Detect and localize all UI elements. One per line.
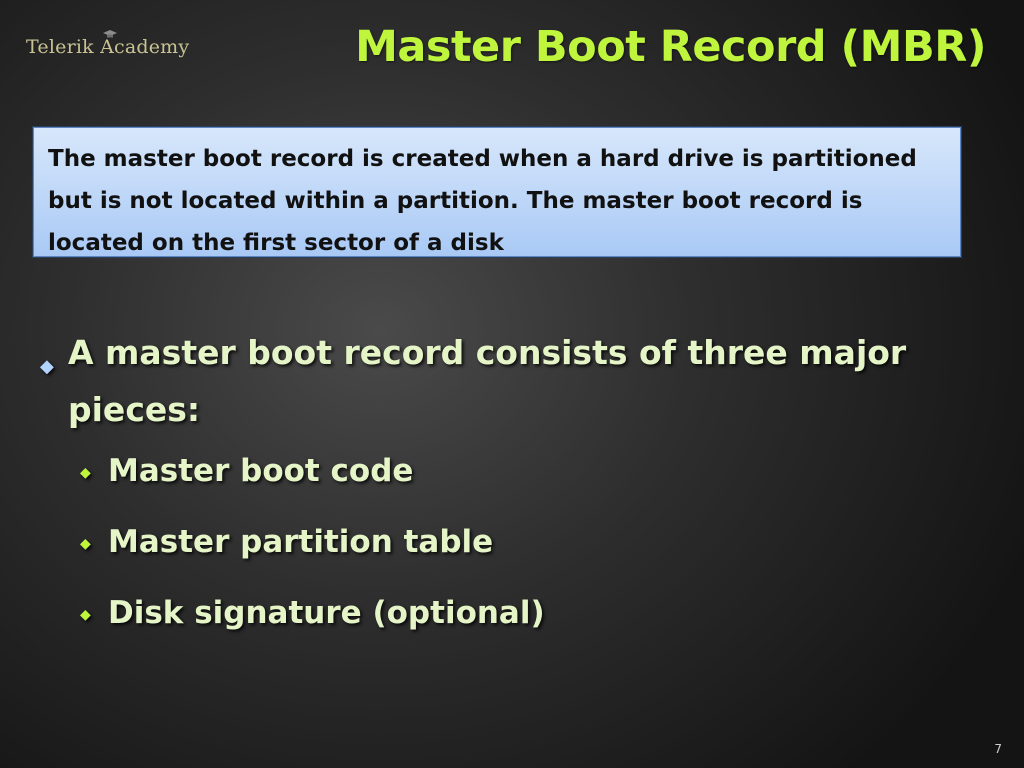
bullet-list: ◆ A master boot record consists of three… [40, 324, 960, 633]
diamond-bullet-icon: ◆ [40, 356, 54, 377]
sub-bullet-text: Master partition table [108, 524, 494, 560]
graduation-cap-icon [103, 30, 117, 38]
sub-bullet: ◆ Master boot code [40, 451, 960, 491]
diamond-bullet-icon: ◆ [80, 607, 91, 623]
diamond-bullet-icon: ◆ [80, 536, 91, 552]
main-bullet-text: A master boot record consists of three m… [68, 333, 907, 429]
main-bullet: ◆ A master boot record consists of three… [40, 324, 960, 438]
sub-bullet: ◆ Master partition table [40, 522, 960, 562]
sub-bullet-text: Master boot code [108, 453, 414, 489]
sub-bullet-text: Disk signature (optional) [108, 595, 545, 631]
definition-callout-box: The master boot record is created when a… [33, 127, 961, 257]
callout-text: The master boot record is created when a… [48, 146, 917, 256]
sub-bullet: ◆ Disk signature (optional) [40, 593, 960, 633]
slide-title: Master Boot Record (MBR) [355, 22, 986, 72]
telerik-academy-logo: Telerik Academy [26, 36, 190, 58]
diamond-bullet-icon: ◆ [80, 465, 91, 481]
slide-page-number: 7 [994, 742, 1002, 756]
